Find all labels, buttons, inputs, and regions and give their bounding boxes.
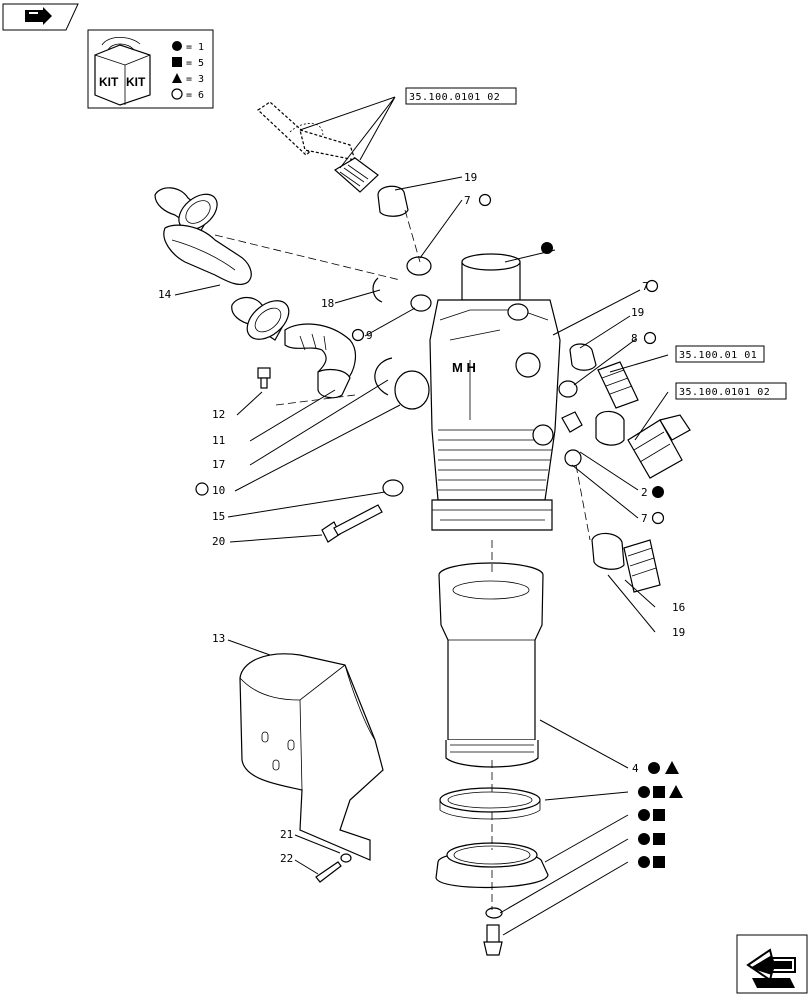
assembly-lines: [214, 209, 591, 910]
reference-top[interactable]: 35.100.0101 02: [405, 87, 517, 105]
sleeve-part: [377, 185, 409, 217]
drain-plug-part: [483, 924, 503, 956]
svg-text:35.100.0101 02: 35.100.0101 02: [409, 92, 500, 103]
oring-part-7a: [406, 256, 432, 276]
open-circle-icon: [651, 511, 665, 525]
callout-8: 8: [631, 332, 638, 345]
seal-ring-part: [439, 787, 541, 820]
elbow-part-14: [154, 187, 252, 286]
bracket-part-13: [239, 653, 384, 861]
filled-circle-icon: [638, 856, 650, 868]
open-circle-icon: [195, 482, 209, 496]
callout-22: 22: [280, 852, 293, 865]
filled-triangle-icon: [665, 761, 679, 774]
top-fitting-part: [333, 157, 379, 193]
oring-part-10: [394, 370, 430, 410]
legend-filled-circle-icon: [172, 41, 182, 51]
filter-housing-part: M H: [429, 253, 583, 531]
callout-21: 21: [280, 828, 293, 841]
svg-text:35.100.01 01: 35.100.01 01: [679, 350, 757, 361]
filled-circle-icon: [541, 242, 553, 254]
reference-mid[interactable]: 35.100.01 01: [675, 345, 765, 363]
open-circle-icon: [643, 331, 657, 345]
legend-row-1: = 1: [186, 42, 204, 53]
callout-20: 20: [212, 535, 225, 548]
washer-part-15: [382, 479, 404, 497]
oring-part-drain: [485, 907, 503, 919]
callout-7a: 7: [464, 194, 471, 207]
callout-10: 10: [212, 484, 225, 497]
hose-part: [257, 101, 356, 161]
callout-15: 15: [212, 510, 225, 523]
open-circle-icon: [351, 328, 365, 342]
kit-box-icon: KIT KIT: [94, 36, 151, 106]
callout-18: 18: [321, 297, 334, 310]
svg-text:35.100.0101 02: 35.100.0101 02: [679, 387, 770, 398]
clip-part-17: [374, 357, 393, 396]
filled-square-icon: [653, 833, 665, 845]
nav-back-icon[interactable]: [2, 3, 79, 31]
callout-4: 4: [632, 762, 639, 775]
oring-part-7c: [564, 449, 582, 467]
svg-text:M H: M H: [452, 360, 476, 375]
leader-lines: [174, 96, 669, 936]
oring-part-8: [558, 380, 578, 398]
clip-part-18: [372, 277, 383, 303]
kit-legend: KIT KIT = 1 = 5 = 3 = 6: [87, 29, 214, 109]
callout-12: 12: [212, 408, 225, 421]
callouts: 19 7 7 19 8 14 18 9 12 11 17 10 15 20 2 …: [158, 171, 685, 868]
callout-11: 11: [212, 434, 225, 447]
filled-square-icon: [653, 856, 665, 868]
filter-element-part: [438, 562, 544, 768]
callout-2: 2: [641, 486, 648, 499]
right-fittings-part: [569, 343, 691, 593]
filled-square-icon: [653, 809, 665, 821]
open-circle-icon: [645, 279, 659, 293]
callout-9: 9: [366, 329, 373, 342]
filled-circle-icon: [638, 809, 650, 821]
callout-19a: 19: [464, 171, 477, 184]
legend-filled-triangle-icon: [172, 73, 182, 83]
callout-19b: 19: [631, 306, 644, 319]
filled-circle-icon: [638, 786, 650, 798]
reference-right[interactable]: 35.100.0101 02: [675, 382, 787, 400]
bolt-part-12: [257, 367, 271, 389]
oring-part-9: [410, 294, 432, 312]
callout-16: 16: [672, 601, 685, 614]
open-circle-icon: [478, 193, 492, 207]
filled-triangle-icon: [669, 785, 683, 798]
kit-label-2: KIT: [126, 75, 146, 89]
legend-row-3: = 3: [186, 74, 204, 85]
bolt-part-22: [315, 853, 352, 883]
callout-7c: 7: [641, 512, 648, 525]
elbow-part-11: [231, 296, 357, 399]
callout-14: 14: [158, 288, 172, 301]
callout-13: 13: [212, 632, 225, 645]
legend-open-circle-icon: [171, 88, 183, 100]
bolt-part-20: [321, 504, 383, 543]
legend-row-2: = 5: [186, 58, 204, 69]
callout-17: 17: [212, 458, 225, 471]
callout-7b: 7: [642, 280, 649, 293]
kit-label-1: KIT: [99, 75, 119, 89]
filled-square-icon: [653, 786, 665, 798]
filled-circle-icon: [652, 486, 664, 498]
next-page-icon[interactable]: [736, 934, 808, 994]
callout-19c: 19: [672, 626, 685, 639]
filled-circle-icon: [648, 762, 660, 774]
filled-circle-icon: [638, 833, 650, 845]
legend-row-4: = 6: [186, 90, 204, 101]
legend-filled-square-icon: [172, 57, 182, 67]
